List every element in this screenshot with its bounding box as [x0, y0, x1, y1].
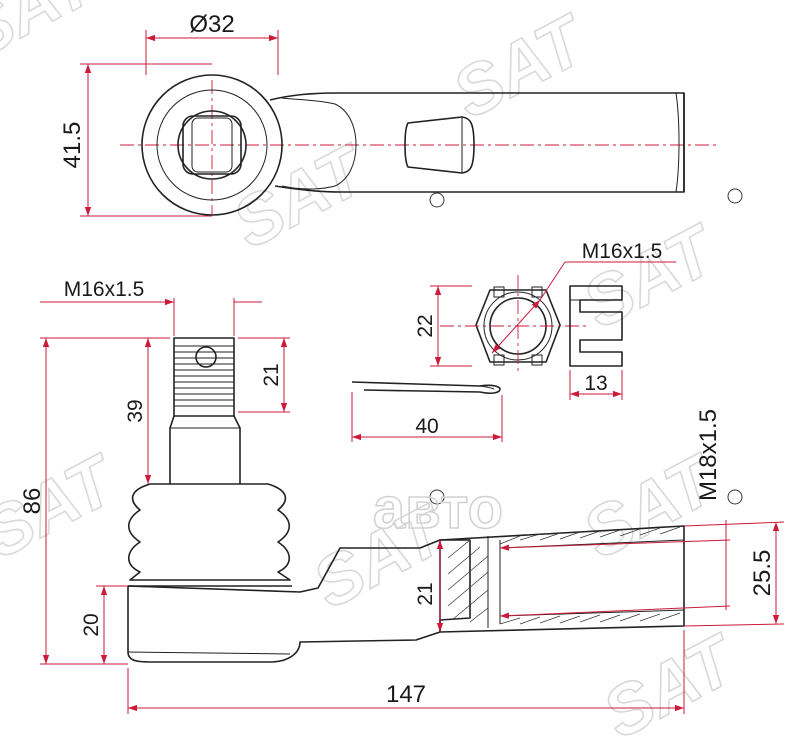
- dim-neck-height: 21: [414, 582, 437, 605]
- dim-stud-thread: M16x1.5: [64, 278, 145, 301]
- watermark-center-logo: авто: [373, 476, 503, 541]
- side-view: M16x1.5 21 39 86 20 21 25.5 M18x1.5: [19, 278, 785, 714]
- dim-eye-height: 41.5: [59, 122, 86, 169]
- watermark-sat: SAT: [570, 209, 730, 344]
- dim-total-length: 147: [386, 681, 426, 708]
- nut-view: M16x1.5 22 13 40: [351, 240, 676, 442]
- dim-nut-size: 22: [414, 314, 437, 337]
- dim-nut-height: 13: [584, 372, 607, 395]
- dim-shaft-height: 25.5: [749, 550, 776, 597]
- dim-eye-diameter: Ø32: [189, 11, 234, 38]
- dim-thread-length: 21: [260, 363, 283, 386]
- dim-stud-length: 39: [124, 399, 147, 422]
- watermark-sat: SAT: [590, 619, 750, 736]
- watermark-sat: SAT: [440, 0, 600, 133]
- watermark-sat: SAT: [220, 129, 380, 264]
- top-view: Ø32 41.5: [59, 11, 720, 217]
- dim-nut-thread: M16x1.5: [582, 240, 663, 263]
- dim-shaft-thread: M18x1.5: [695, 409, 722, 501]
- watermark-layer: SAT SAT SAT SAT SAT SAT SAT SAT авто: [0, 0, 751, 736]
- dim-body-height: 20: [80, 613, 103, 636]
- dim-cotter-pin-length: 40: [415, 415, 438, 438]
- watermark-sat: SAT: [0, 0, 111, 73]
- dim-total-height: 86: [19, 488, 46, 515]
